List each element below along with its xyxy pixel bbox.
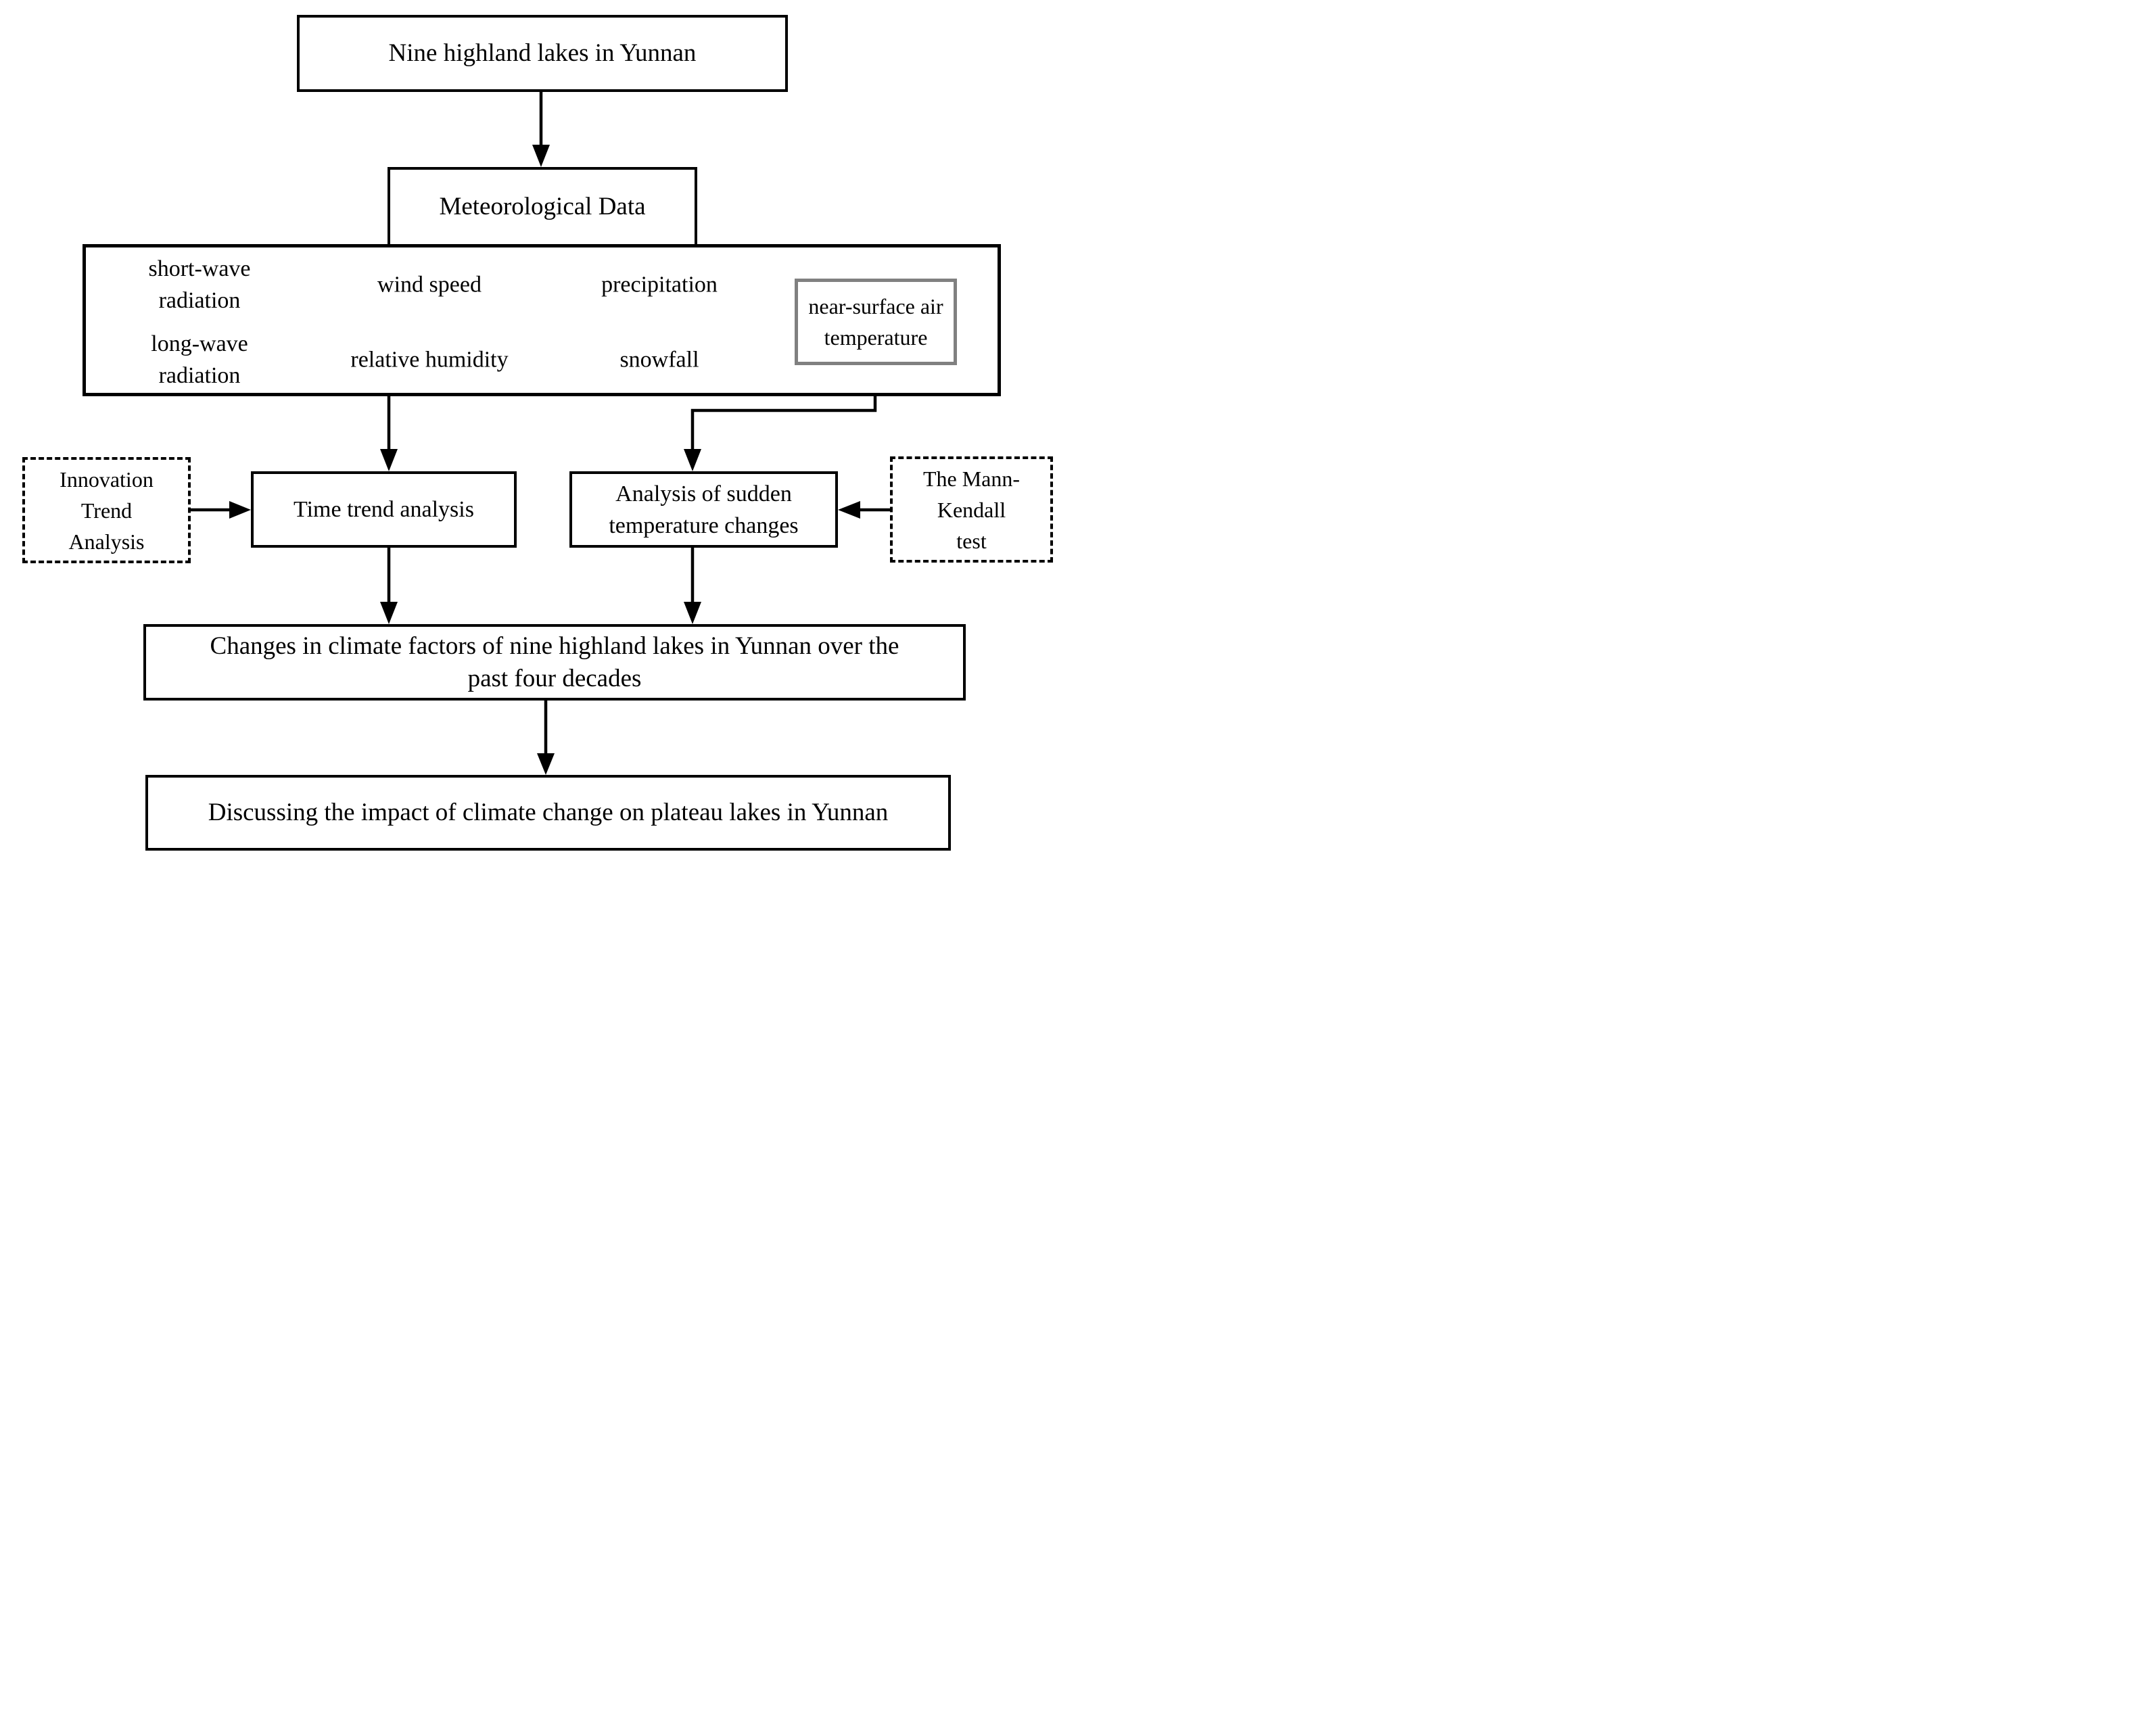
- node-changes-line2: past four decades: [467, 664, 642, 692]
- node-sudden-line1: Analysis of sudden: [615, 481, 792, 506]
- var-wind-speed-label: wind speed: [377, 272, 482, 298]
- node-innovation-trend-analysis: Innovation Trend Analysis: [22, 457, 191, 563]
- node-mann-kendall-line1: The Mann-: [922, 466, 1021, 491]
- arrow-mannkendall-to-suddenanalysis: [838, 501, 890, 519]
- node-discussing-impact: Discussing the impact of climate change …: [145, 775, 951, 851]
- var-near-surface-line1: near-surface air: [808, 294, 943, 318]
- arrow-innovation-to-timetrend: [191, 501, 251, 519]
- node-mann-kendall-line2: Kendall: [937, 497, 1006, 522]
- var-short-wave-radiation: short-wave radiation: [148, 253, 250, 316]
- node-mann-kendall-line3: test: [956, 528, 987, 553]
- arrow-source-to-metdata: [532, 91, 550, 167]
- var-short-wave-line1: short-wave: [148, 256, 251, 281]
- node-sudden-line2: temperature changes: [609, 513, 799, 538]
- var-long-wave-line2: radiation: [158, 363, 241, 388]
- arrow-suddenanalysis-to-changes: [684, 548, 701, 624]
- node-mann-kendall-test: The Mann- Kendall test: [890, 456, 1053, 563]
- var-precipitation: precipitation: [601, 269, 718, 301]
- node-time-trend-analysis: Time trend analysis: [251, 471, 517, 548]
- var-snowfall: snowfall: [619, 344, 699, 376]
- flowchart-canvas: Nine highland lakes in Yunnan Meteorolog…: [0, 0, 1078, 866]
- node-met-data: Meteorological Data: [388, 167, 697, 247]
- var-near-surface-line2: temperature: [824, 325, 928, 350]
- node-changes-climate-factors: Changes in climate factors of nine highl…: [143, 624, 966, 701]
- node-innovation-line2: Trend: [80, 498, 133, 523]
- node-changes-line1: Changes in climate factors of nine highl…: [210, 632, 899, 660]
- arrow-changes-to-discussing: [537, 701, 555, 775]
- var-wind-speed: wind speed: [377, 269, 482, 301]
- node-sudden-temperature-analysis: Analysis of sudden temperature changes: [569, 471, 838, 548]
- node-source: Nine highland lakes in Yunnan: [297, 15, 788, 92]
- arrow-timetrend-to-changes: [380, 548, 398, 624]
- var-precipitation-label: precipitation: [601, 272, 718, 298]
- var-relative-humidity: relative humidity: [350, 344, 508, 376]
- connector-layer: [191, 91, 890, 775]
- node-met-data-label: Meteorological Data: [439, 193, 646, 220]
- node-innovation-line1: Innovation: [60, 467, 154, 492]
- node-time-trend-label: Time trend analysis: [294, 497, 474, 522]
- var-relative-humidity-label: relative humidity: [350, 347, 509, 373]
- var-snowfall-label: snowfall: [619, 347, 699, 373]
- var-short-wave-line2: radiation: [158, 288, 241, 313]
- node-near-surface-air-temperature: near-surface air temperature: [795, 279, 957, 365]
- node-source-label: Nine highland lakes in Yunnan: [388, 39, 697, 67]
- var-long-wave-radiation: long-wave radiation: [151, 328, 248, 392]
- arrow-metbox-to-timetrend: [380, 395, 398, 471]
- var-long-wave-line1: long-wave: [151, 331, 248, 356]
- node-discussing-label: Discussing the impact of climate change …: [208, 799, 889, 826]
- node-innovation-line3: Analysis: [68, 529, 145, 554]
